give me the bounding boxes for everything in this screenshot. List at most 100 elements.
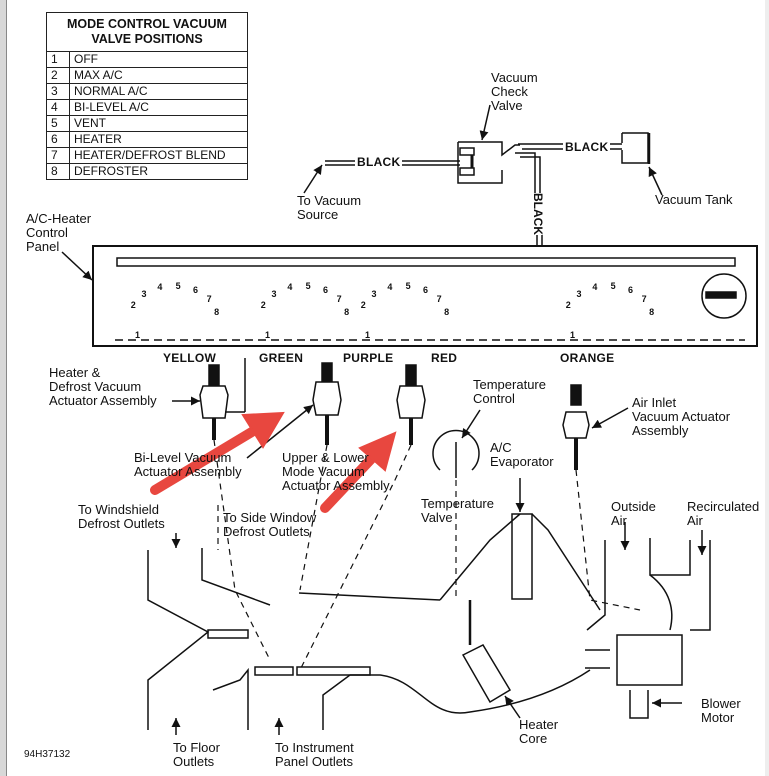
valve-position-5-group-1: 5 [175, 280, 181, 291]
valve-position-2-group-3: 2 [360, 300, 366, 311]
vacuum-source-arrow [303, 164, 323, 194]
heater-core [461, 600, 512, 704]
label-upper-lower-actuator: Upper & Lower Mode Vacuum Actuator Assem… [282, 450, 390, 493]
vacuum-source-hose [325, 160, 460, 166]
label-heater-defrost-actuator: Heater & Defrost Vacuum Actuator Assembl… [49, 365, 157, 408]
hose-label-black-vertical: BLACK [531, 193, 545, 235]
row-label: BI-LEVEL A/C [69, 99, 248, 116]
valve-position-6-group-1: 6 [193, 284, 199, 295]
valve-position-2-group-2: 2 [260, 300, 266, 311]
valve-position-1-group-1: 1 [135, 330, 141, 340]
valve-position-1-group-3: 1 [365, 330, 371, 340]
label-blower-motor: Blower Motor [701, 696, 741, 725]
label-recirculated-air: Recirculated Air [687, 499, 760, 528]
hose-label-yellow: YELLOW [162, 351, 218, 365]
check-valve-arrow [479, 104, 491, 141]
valve-position-6-group-2: 6 [323, 284, 329, 295]
panel-manifold [116, 257, 736, 267]
label-air-inlet-actuator: Air Inlet Vacuum Actuator Assembly [632, 395, 731, 438]
air-inlet-arrow [591, 407, 629, 429]
label-vacuum-check-valve: Vacuum Check Valve [491, 70, 538, 113]
heater-defrost-actuator [199, 358, 246, 440]
label-bilevel-actuator: Bi-Level Vacuum Actuator Assembly [134, 450, 242, 479]
valve-position-1-group-4: 1 [570, 330, 576, 340]
upper-lower-actuator [396, 364, 426, 445]
annotation-arrows [150, 411, 397, 513]
label-side-window-defrost: To Side Window Defrost Outlets [223, 510, 317, 539]
label-heater-core: Heater Core [519, 717, 559, 746]
label-outside-air: Outside Air [611, 499, 656, 528]
table-title-line1: MODE CONTROL VACUUM [67, 17, 227, 31]
valve-position-7-group-3: 7 [436, 294, 442, 305]
label-floor-outlets: To Floor Outlets [173, 740, 220, 769]
valve-position-6-group-3: 6 [423, 284, 429, 295]
annotation-arrowhead-1 [241, 411, 285, 449]
temperature-control-knob [432, 429, 480, 478]
valve-position-7-group-2: 7 [336, 294, 342, 305]
mode-selector-dial [701, 273, 747, 319]
valve-position-2-group-1: 2 [130, 300, 136, 311]
valve-position-6-group-4: 6 [628, 284, 634, 295]
row-label: MAX A/C [69, 67, 248, 84]
hose-label-orange: ORANGE [559, 351, 616, 365]
hose-label-green: GREEN [258, 351, 305, 365]
actuator-linkages [213, 439, 641, 671]
hose-label-red: RED [430, 351, 459, 365]
row-label: HEATER [69, 131, 248, 148]
valve-position-5-group-4: 5 [610, 280, 616, 291]
row-label: DEFROSTER [69, 163, 248, 180]
vacuum-tank-arrow [648, 166, 663, 196]
heater-core-arrow [504, 695, 521, 719]
valve-position-8-group-2: 8 [344, 307, 350, 317]
label-windshield-defrost: To Windshield Defrost Outlets [78, 502, 165, 531]
figure-code: 94H37132 [24, 749, 71, 760]
duct-outline [147, 548, 591, 730]
bilevel-actuator [312, 362, 342, 445]
ac-evaporator [439, 513, 601, 611]
label-temperature-valve: Temperature Valve [421, 496, 494, 525]
left-border [0, 0, 7, 776]
air-inlet-actuator [562, 384, 590, 470]
label-temperature-control: Temperature Control [473, 377, 546, 406]
right-border [765, 0, 769, 776]
row-label: HEATER/DEFROST BLEND [69, 147, 248, 164]
valve-position-7-group-4: 7 [641, 294, 647, 305]
temperature-control-arrow [461, 409, 481, 439]
hose-label-black-tank: BLACK [564, 140, 610, 154]
vacuum-check-valve [457, 141, 520, 184]
hose-label-black-source: BLACK [356, 155, 402, 169]
bilevel-actuator-arrow [246, 404, 314, 459]
blower-assembly [585, 538, 711, 719]
valve-position-5-group-2: 5 [305, 280, 311, 291]
hose-label-purple: PURPLE [342, 351, 395, 365]
control-panel-box [92, 245, 758, 347]
valve-position-1-group-2: 1 [265, 330, 271, 340]
label-instrument-panel-outlets: To Instrument Panel Outlets [275, 740, 354, 769]
valve-position-2-group-4: 2 [565, 300, 571, 311]
valve-position-8-group-3: 8 [444, 307, 450, 317]
valve-position-3-group-1: 3 [141, 289, 147, 300]
valve-position-4-group-1: 4 [157, 282, 163, 293]
valve-position-3-group-4: 3 [576, 289, 582, 300]
valve-position-8-group-4: 8 [649, 307, 655, 317]
valve-position-4-group-4: 4 [592, 282, 598, 293]
valve-position-5-group-3: 5 [405, 280, 411, 291]
vacuum-tank [621, 132, 651, 164]
label-vacuum-tank: Vacuum Tank [655, 192, 733, 207]
label-control-panel: A/C-Heater Control Panel [26, 211, 92, 254]
valve-position-3-group-2: 3 [271, 289, 277, 300]
annotation-arrowhead-2 [358, 431, 397, 472]
annotation-arrow-1 [150, 425, 260, 495]
valve-position-8-group-1: 8 [214, 307, 220, 317]
control-panel-arrow [61, 251, 93, 281]
table-title-line2: VALVE POSITIONS [91, 32, 203, 46]
valve-position-7-group-1: 7 [206, 294, 212, 305]
